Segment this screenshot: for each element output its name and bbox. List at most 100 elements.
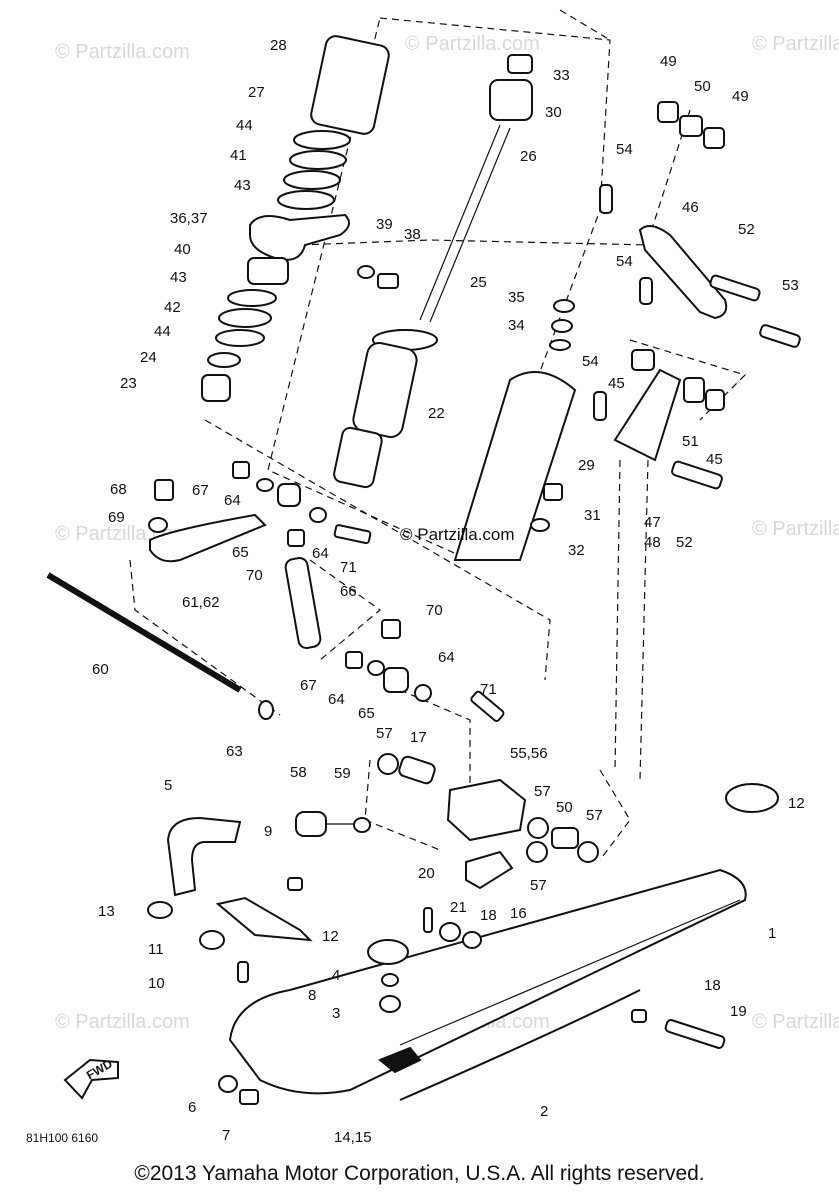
callout-50: 50: [694, 78, 711, 95]
callout-35: 35: [508, 289, 525, 306]
callout-27: 27: [248, 84, 265, 101]
nut-67b: [345, 651, 363, 669]
runner-2: [399, 989, 641, 1101]
callout-44: 44: [236, 117, 253, 134]
washer-34: [549, 339, 571, 351]
callout-42: 42: [164, 299, 181, 316]
callout-39: 39: [376, 216, 393, 233]
callout-22: 22: [428, 405, 445, 422]
center-watermark: © Partzilla.com: [400, 525, 515, 544]
callout-71: 71: [480, 681, 497, 698]
washer-41: [283, 170, 341, 190]
collar-57c: [577, 841, 599, 863]
stopper-30: [489, 79, 533, 121]
shock-rod: [429, 127, 511, 323]
watermark: © Partzilla.com: [55, 1011, 190, 1033]
callout-45: 45: [608, 375, 625, 392]
leader-line: [614, 459, 621, 771]
nut-35: [553, 299, 575, 313]
callout-52: 52: [738, 221, 755, 238]
bushing-23: [201, 374, 231, 402]
callout-29: 29: [578, 457, 595, 474]
bolt-52b: [671, 460, 723, 490]
shock-body-22: [352, 342, 418, 438]
nut-69: [148, 517, 168, 533]
grease-nipple-10: [237, 961, 249, 983]
callout-24: 24: [140, 349, 157, 366]
washer-64c: [367, 660, 385, 676]
callout-40: 40: [174, 241, 191, 258]
callout-1: 1: [768, 925, 776, 942]
washer-64d: [414, 684, 432, 702]
callout-16: 16: [510, 905, 527, 922]
callout-48: 48: [644, 534, 661, 551]
spindle-5: [166, 816, 242, 897]
bushing-21: [439, 922, 461, 942]
diagram-code: 81H100 6160: [26, 1131, 98, 1145]
bracket-36-37: [249, 213, 350, 261]
callout-18: 18: [480, 907, 497, 924]
callout-70: 70: [426, 602, 443, 619]
pivot-block-55-56: [446, 778, 527, 842]
callout-43: 43: [234, 177, 251, 194]
fwd-arrow-icon: [63, 1058, 119, 1100]
callout-63: 63: [226, 743, 243, 760]
grease-nipple-54b: [639, 277, 653, 305]
washer-43b: [227, 289, 277, 307]
callout-6: 6: [188, 1099, 196, 1116]
plate-16: [465, 850, 514, 890]
callout-65: 65: [232, 544, 249, 561]
wear-bar-14-15: [378, 1046, 422, 1074]
callout-20: 20: [418, 865, 435, 882]
washer-27: [293, 130, 351, 150]
callout-33: 33: [553, 67, 570, 84]
callout-7: 7: [222, 1127, 230, 1144]
grease-nipple-54c: [593, 391, 607, 421]
washer-44b: [215, 329, 265, 347]
leader-line: [559, 9, 611, 41]
exploded-view-drawing: © Partzilla.com © Partzilla.com © Partzi…: [26, 9, 839, 1146]
cap-12: [725, 783, 779, 813]
callout-55-56: 55,56: [510, 745, 548, 762]
leader-line: [204, 419, 551, 681]
arm-61-62: [149, 513, 267, 563]
callout-64: 64: [438, 649, 455, 666]
watermark: © Partzilla.com: [752, 1011, 839, 1033]
joint-65b: [383, 667, 409, 693]
watermark: © Partzilla.com: [752, 33, 839, 55]
rod-66: [284, 557, 322, 649]
shaft-60: [46, 572, 242, 693]
callout-67: 67: [300, 677, 317, 694]
cap-33: [507, 54, 533, 74]
callout-47: 47: [644, 514, 661, 531]
reservoir-29: [453, 371, 577, 561]
spring-28: [310, 35, 390, 135]
callout-53: 53: [782, 277, 799, 294]
ski-1: [228, 868, 747, 1095]
washer-64: [256, 478, 274, 492]
callout-64: 64: [312, 545, 329, 562]
link-47-48: [613, 368, 682, 462]
callout-57: 57: [586, 807, 603, 824]
watermark: © Partzilla.com: [55, 41, 190, 63]
cap-12b: [367, 939, 409, 965]
leader-line: [129, 559, 281, 716]
collar-51: [683, 377, 705, 403]
callout-17: 17: [410, 729, 427, 746]
collar-50: [679, 115, 703, 137]
bolt-71b: [470, 690, 505, 722]
collar-50b: [551, 827, 579, 849]
clamp-13: [147, 901, 173, 919]
callout-41: 41: [230, 147, 247, 164]
pin-17: [398, 755, 436, 785]
collar-57d: [526, 841, 548, 863]
callout-10: 10: [148, 975, 165, 992]
nut-4: [381, 973, 399, 987]
callout-14-15: 14,15: [334, 1129, 372, 1146]
callout-45: 45: [706, 451, 723, 468]
callout-23: 23: [120, 375, 137, 392]
callout-51: 51: [682, 433, 699, 450]
callout-12: 12: [788, 795, 805, 812]
nut-70b: [381, 619, 401, 639]
bolt-31: [543, 483, 563, 501]
